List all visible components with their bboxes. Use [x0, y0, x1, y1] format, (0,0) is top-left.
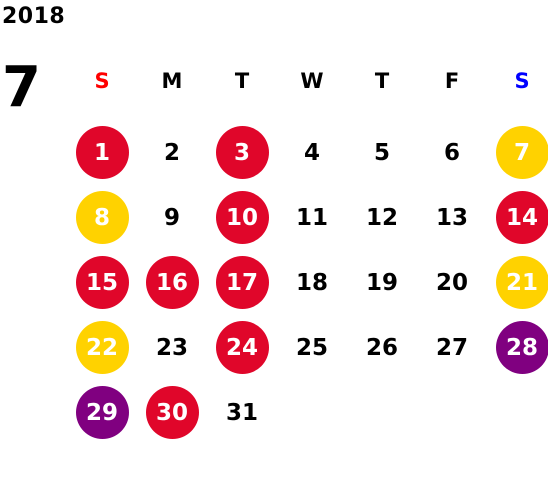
day-number[interactable]: 2 [163, 140, 180, 166]
year-label: 2018 [2, 4, 66, 29]
day-cell[interactable]: 21 [487, 250, 548, 315]
day-cell[interactable]: 15 [67, 250, 137, 315]
day-number[interactable]: 25 [295, 335, 328, 361]
day-cell[interactable]: 12 [347, 185, 417, 250]
day-cell[interactable]: 26 [347, 315, 417, 380]
day-number[interactable]: 12 [365, 205, 398, 231]
day-number-yellow-circle[interactable]: 22 [75, 321, 129, 374]
day-cell[interactable]: 30 [137, 380, 207, 445]
day-cell[interactable]: 2 [137, 120, 207, 185]
day-cell[interactable]: 24 [207, 315, 277, 380]
day-number-red-circle[interactable]: 14 [495, 191, 548, 244]
day-number[interactable]: 6 [443, 140, 460, 166]
day-cell[interactable]: 9 [137, 185, 207, 250]
day-number-red-circle[interactable]: 15 [75, 256, 129, 309]
day-cell[interactable]: 3 [207, 120, 277, 185]
day-number[interactable]: 19 [365, 270, 398, 296]
day-number-red-circle[interactable]: 17 [215, 256, 269, 309]
day-cell[interactable]: 4 [277, 120, 347, 185]
day-number-red-circle[interactable]: 1 [75, 126, 129, 179]
day-cell[interactable]: 17 [207, 250, 277, 315]
day-cell[interactable]: 22 [67, 315, 137, 380]
day-cell[interactable]: 7 [487, 120, 548, 185]
weekday-label: M [161, 69, 183, 93]
day-number-red-circle[interactable]: 24 [215, 321, 269, 374]
day-cell[interactable]: 16 [137, 250, 207, 315]
weekday-label: T [374, 69, 390, 93]
day-number[interactable]: 5 [373, 140, 390, 166]
day-cell[interactable]: 31 [207, 380, 277, 445]
day-cell[interactable]: 25 [277, 315, 347, 380]
day-number-yellow-circle[interactable]: 21 [495, 256, 548, 309]
day-cell[interactable]: 19 [347, 250, 417, 315]
day-number-red-circle[interactable]: 16 [145, 256, 199, 309]
day-number[interactable]: 20 [435, 270, 468, 296]
weekday-label: W [300, 69, 324, 93]
day-number-purple-circle[interactable]: 29 [75, 386, 129, 439]
day-cell[interactable]: 23 [137, 315, 207, 380]
day-cell[interactable]: 18 [277, 250, 347, 315]
day-number[interactable]: 4 [303, 140, 320, 166]
day-number-red-circle[interactable]: 30 [145, 386, 199, 439]
day-number-purple-circle[interactable]: 28 [495, 321, 548, 374]
weekday-label: T [234, 69, 250, 93]
day-cell[interactable]: 8 [67, 185, 137, 250]
day-cell[interactable]: 10 [207, 185, 277, 250]
day-number-red-circle[interactable]: 10 [215, 191, 269, 244]
day-cell[interactable]: 14 [487, 185, 548, 250]
day-number-yellow-circle[interactable]: 7 [495, 126, 548, 179]
day-cell[interactable]: 13 [417, 185, 487, 250]
weekday-label: S [514, 69, 530, 93]
day-number[interactable]: 18 [295, 270, 328, 296]
day-number[interactable]: 27 [435, 335, 468, 361]
weekday-label: F [444, 69, 460, 93]
day-cell[interactable]: 11 [277, 185, 347, 250]
day-cell[interactable]: 28 [487, 315, 548, 380]
weekday-label: S [94, 69, 110, 93]
day-cell[interactable]: 27 [417, 315, 487, 380]
day-number[interactable]: 11 [295, 205, 328, 231]
day-number-yellow-circle[interactable]: 8 [75, 191, 129, 244]
day-number[interactable]: 23 [155, 335, 188, 361]
day-number[interactable]: 31 [225, 400, 258, 426]
month-number: 7 [2, 55, 41, 120]
day-number[interactable]: 9 [163, 205, 180, 231]
day-cell[interactable]: 1 [67, 120, 137, 185]
day-cell[interactable]: 6 [417, 120, 487, 185]
day-cell[interactable]: 29 [67, 380, 137, 445]
day-number-red-circle[interactable]: 3 [215, 126, 269, 179]
day-cell[interactable]: 5 [347, 120, 417, 185]
day-number[interactable]: 26 [365, 335, 398, 361]
day-cell[interactable]: 20 [417, 250, 487, 315]
day-number[interactable]: 13 [435, 205, 468, 231]
